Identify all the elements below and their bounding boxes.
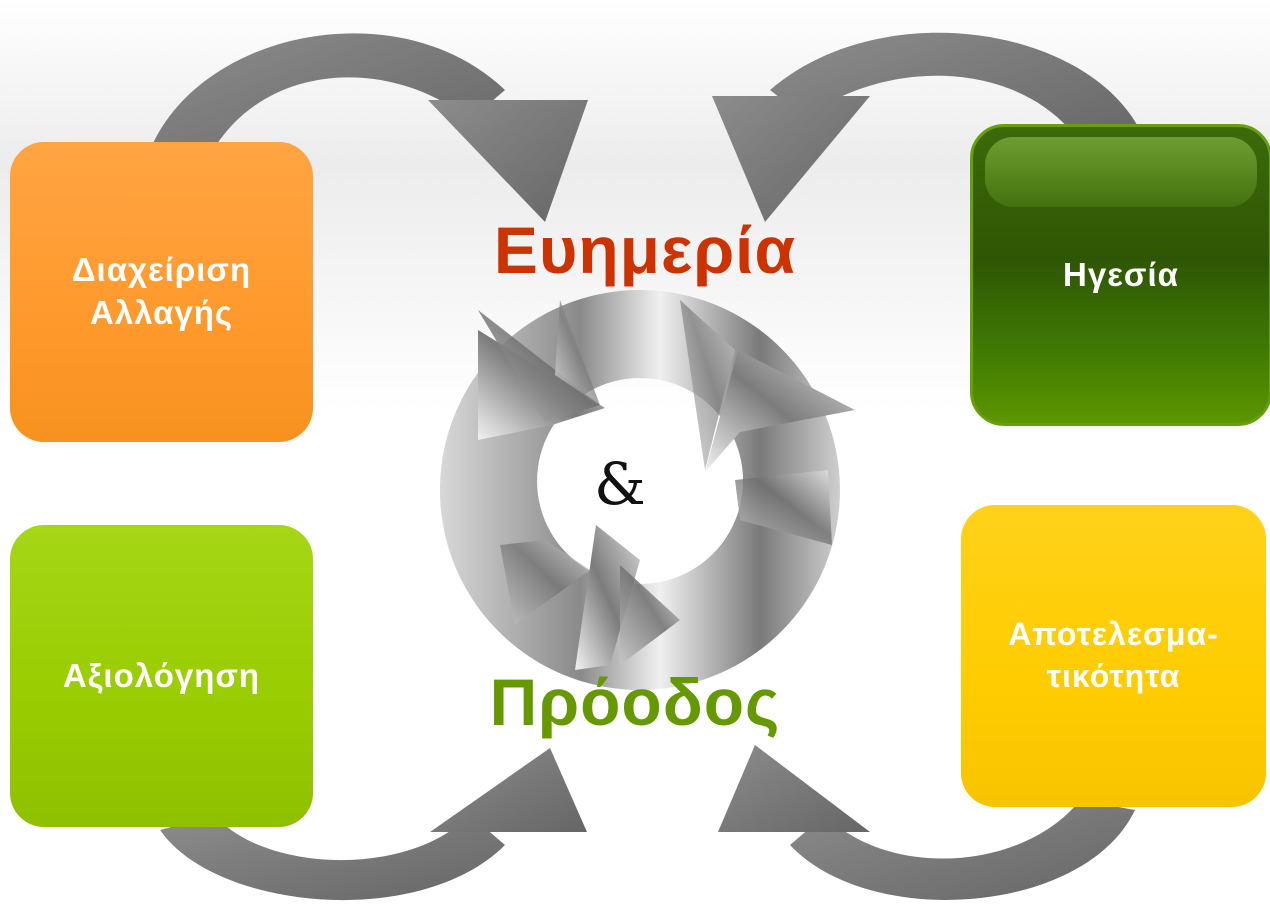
progress-title: Πρόοδος <box>489 665 781 739</box>
evaluation-label: Αξιολόγηση <box>62 656 261 694</box>
effectiveness-box: Αποτελεσμα- τικότητα <box>961 505 1266 807</box>
curved-arrow-top-left <box>150 33 588 222</box>
curved-arrow-top-right <box>712 32 1140 222</box>
wellbeing-title: Ευημερία <box>493 213 797 287</box>
leadership-box: Ηγεσία <box>970 124 1270 426</box>
effectiveness-label: Αποτελεσμα- τικότητα <box>1008 616 1219 694</box>
change-management-label: Διαχείριση Αλλαγής <box>71 251 252 331</box>
curved-arrow-bottom-right <box>718 745 1135 900</box>
evaluation-box: Αξιολόγηση <box>10 525 313 827</box>
cycle-ring <box>439 290 855 690</box>
change-management-box: Διαχείριση Αλλαγής <box>10 142 313 442</box>
leadership-label: Ηγεσία <box>1063 255 1179 293</box>
leadership-box-gloss <box>985 137 1257 207</box>
ampersand-connector: & <box>594 450 646 518</box>
curved-arrow-bottom-left <box>160 748 587 901</box>
